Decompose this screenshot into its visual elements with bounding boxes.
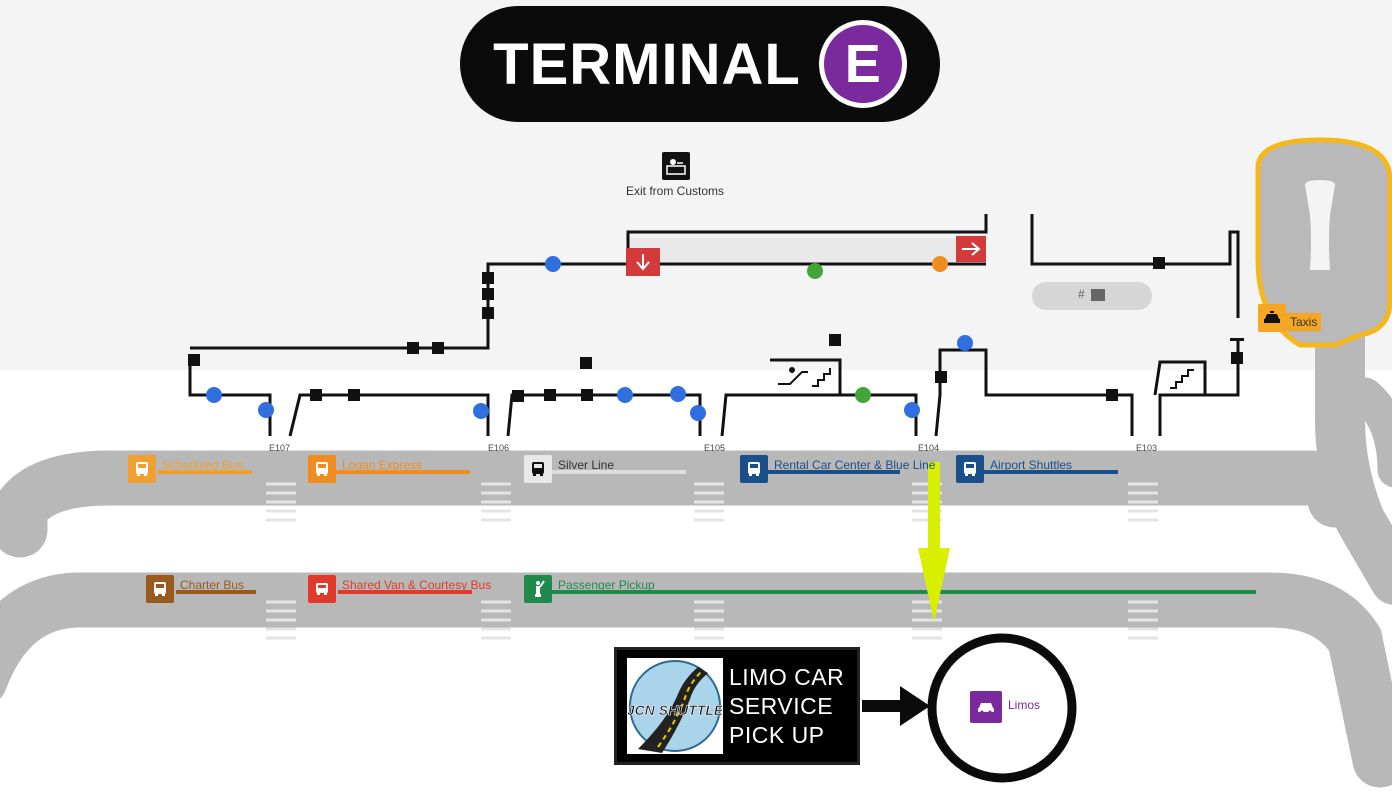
limo-line-1: LIMO CAR — [729, 663, 845, 690]
limo-direction-arrow — [918, 462, 950, 622]
customs-officer-icon — [662, 152, 690, 180]
terminal-banner: TERMINAL E — [460, 6, 940, 122]
stop-label: Silver Line — [558, 458, 615, 472]
bus-icon — [128, 455, 156, 483]
stop-logan-express[interactable]: Logan Express — [308, 455, 422, 483]
gate-e106: E106 — [488, 443, 510, 453]
stop-label: Passenger Pickup — [558, 578, 655, 592]
customs-label: Exit from Customs — [626, 184, 725, 198]
stop-passenger-pickup[interactable]: Passenger Pickup — [524, 575, 655, 603]
taxi-icon — [1258, 304, 1286, 332]
stop-label: Logan Express — [342, 458, 423, 472]
gate-e105: E105 — [704, 443, 726, 453]
limos-label: Limos — [1008, 698, 1041, 712]
stop-label: Rental Car Center & Blue Line — [774, 458, 936, 472]
baggage-counter-label: # — [1078, 287, 1106, 301]
limos-highlight-circle — [927, 633, 1077, 783]
jcn-shuttle-logo: JCN SHUTTLE — [627, 658, 723, 754]
stop-shared-van[interactable]: Shared Van & Courtesy Bus — [308, 575, 491, 603]
stop-airport-shuttles[interactable]: Airport Shuttles — [956, 455, 1072, 483]
terminal-title: TERMINAL — [493, 31, 801, 97]
stop-rental-car[interactable]: Rental Car Center & Blue Line — [740, 455, 935, 483]
exit-down-icon — [626, 248, 660, 276]
gate-e104: E104 — [918, 443, 940, 453]
van-icon — [308, 575, 336, 603]
limo-line-3: PICK UP — [729, 721, 825, 748]
car-icon — [970, 691, 1002, 723]
logo-text: JCN SHUTTLE — [628, 702, 722, 718]
gate-e107: E107 — [269, 443, 291, 453]
stop-label: Shared Van & Courtesy Bus — [342, 578, 492, 592]
terminal-letter-badge: E — [818, 20, 907, 108]
stairs-icon — [1170, 369, 1194, 389]
bus-icon — [524, 455, 552, 483]
taxi-loop — [1255, 137, 1392, 348]
taxi-label: Taxis — [1286, 313, 1322, 331]
luggage-icon — [1091, 288, 1106, 301]
stop-label: Charter Bus — [180, 578, 245, 592]
elevators — [188, 257, 1244, 402]
customs-corridor — [628, 238, 984, 262]
limo-callout-text: LIMO CAR SERVICE PICK UP — [729, 663, 844, 750]
roadways — [0, 275, 1392, 788]
callout-arrow — [862, 686, 930, 726]
limo-line-2: SERVICE — [729, 692, 834, 719]
stop-label: Airport Shuttles — [990, 458, 1073, 472]
stop-limos[interactable]: Limos — [970, 691, 1040, 723]
counter-number-sign: # — [1078, 287, 1085, 301]
limo-pickup-callout: JCN SHUTTLE LIMO CAR SERVICE PICK UP — [614, 647, 860, 765]
bus-icon — [740, 455, 768, 483]
bus-icon — [146, 575, 174, 603]
exit-right-icon — [956, 236, 986, 262]
crosswalks — [266, 482, 1158, 640]
stop-scheduled-bus[interactable]: Scheduled Bus — [128, 455, 243, 483]
taxi-stand[interactable]: Taxis — [1258, 304, 1322, 332]
escalator-icon — [778, 367, 831, 387]
bus-icon — [308, 455, 336, 483]
stop-charter-bus[interactable]: Charter Bus — [146, 575, 244, 603]
stop-label: Scheduled Bus — [162, 458, 243, 472]
gate-e103: E103 — [1136, 443, 1158, 453]
stop-silver-line[interactable]: Silver Line — [524, 455, 614, 483]
person-waving-icon — [524, 575, 552, 603]
service-lines — [158, 470, 1256, 594]
terminal-walls — [188, 214, 1240, 437]
bus-icon — [956, 455, 984, 483]
service-dots — [206, 256, 973, 421]
